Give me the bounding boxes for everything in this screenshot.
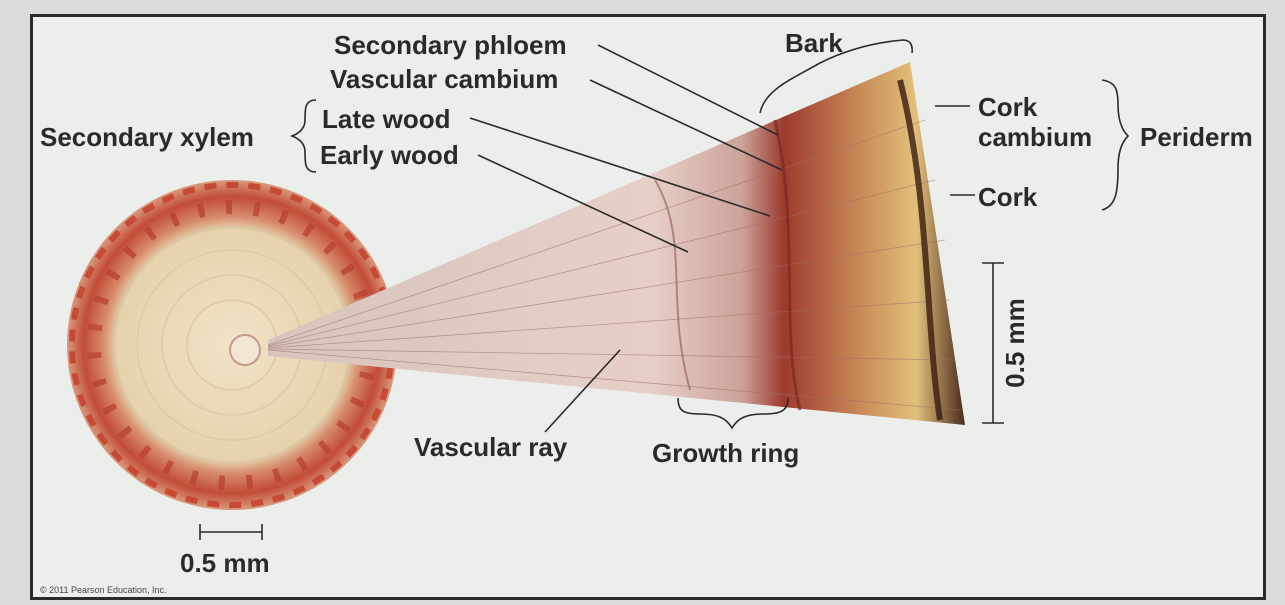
label-bark: Bark [785,28,843,58]
label-secondary-xylem: Secondary xylem [40,122,254,152]
label-cork-cambium: Cork cambium [978,92,1113,152]
label-growth-ring: Growth ring [652,438,799,468]
label-vascular-ray: Vascular ray [414,432,567,462]
label-periderm: Periderm [1140,122,1253,152]
copyright: © 2011 Pearson Education, Inc. [40,585,167,595]
label-late-wood: Late wood [322,104,451,134]
label-secondary-phloem: Secondary phloem [334,30,567,60]
scale-label-large: 0.5 mm [1000,293,1030,393]
pith [230,335,260,365]
label-early-wood: Early wood [320,140,459,170]
scale-label-small: 0.5 mm [180,548,270,578]
label-vascular-cambium: Vascular cambium [330,64,558,94]
label-cork: Cork [978,182,1037,212]
